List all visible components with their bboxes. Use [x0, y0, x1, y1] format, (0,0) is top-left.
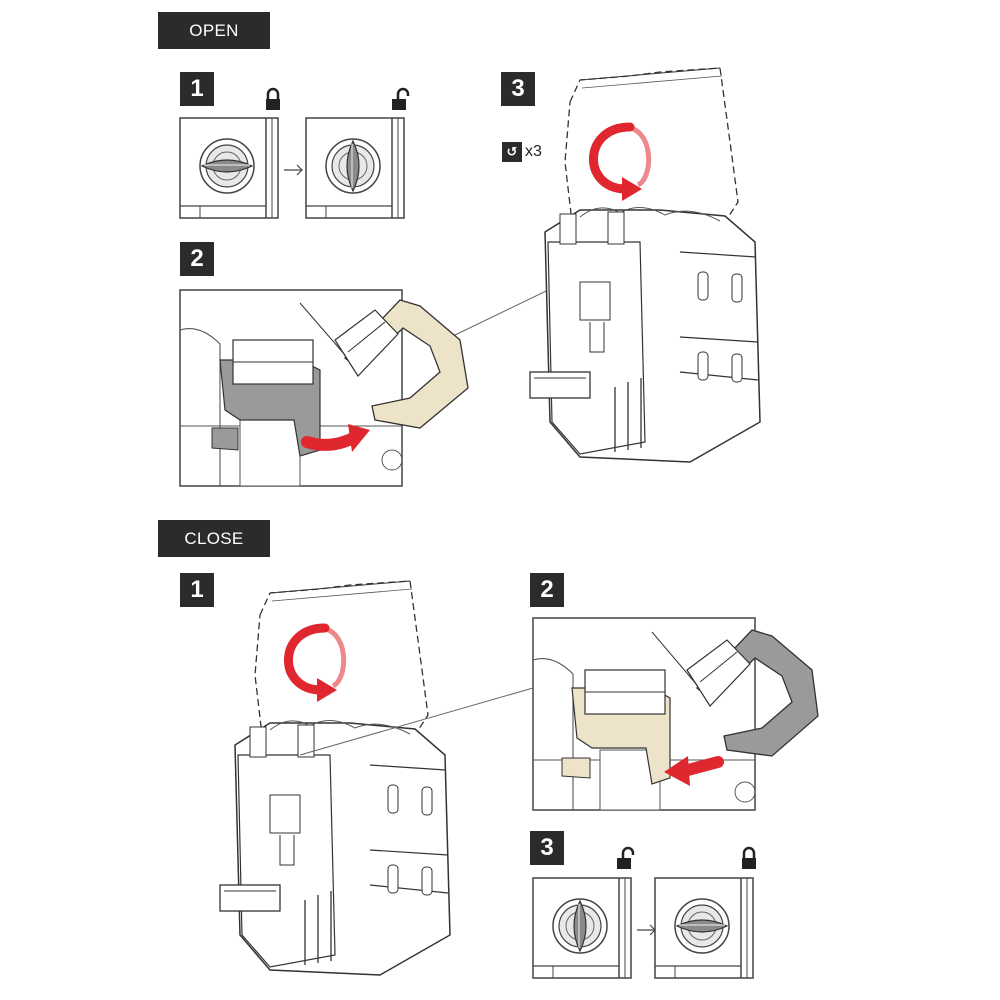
- close-step-1-number: 1: [180, 573, 214, 607]
- close-step-3-knob-unlocked: [532, 877, 632, 979]
- close-label: CLOSE: [158, 520, 270, 557]
- open-arrow-icon: [284, 164, 303, 176]
- open-step-3-number: 3: [501, 72, 535, 106]
- rotation-count-badge: ↺ x3: [502, 142, 542, 162]
- close-step-3-knob-locked: [654, 877, 754, 979]
- open-step-1-knob-unlocked: [305, 117, 405, 219]
- close-step-2-number: 2: [530, 573, 564, 607]
- open-step-1-lock-open-icon: [390, 87, 410, 112]
- close-arrow-icon: [637, 924, 656, 936]
- open-step-1-knob-locked: [179, 117, 279, 219]
- close-callout-line: [299, 687, 534, 756]
- rotation-count-text: x3: [525, 143, 542, 160]
- close-step-3-number: 3: [530, 831, 564, 865]
- close-step-3-lock-closed-icon: [740, 846, 758, 871]
- close-step-1-bag: [219, 580, 451, 976]
- open-step-1-lock-closed-icon: [264, 87, 282, 112]
- close-step-2-detail: [532, 617, 819, 811]
- open-step-2-number: 2: [180, 242, 214, 276]
- rotate-icon: ↺: [502, 142, 522, 162]
- open-label: OPEN: [158, 12, 270, 49]
- open-step-3-bag: [529, 67, 761, 463]
- close-step-3-lock-open-icon: [615, 846, 635, 871]
- open-step-2-detail: [179, 289, 469, 487]
- open-step-1-number: 1: [180, 72, 214, 106]
